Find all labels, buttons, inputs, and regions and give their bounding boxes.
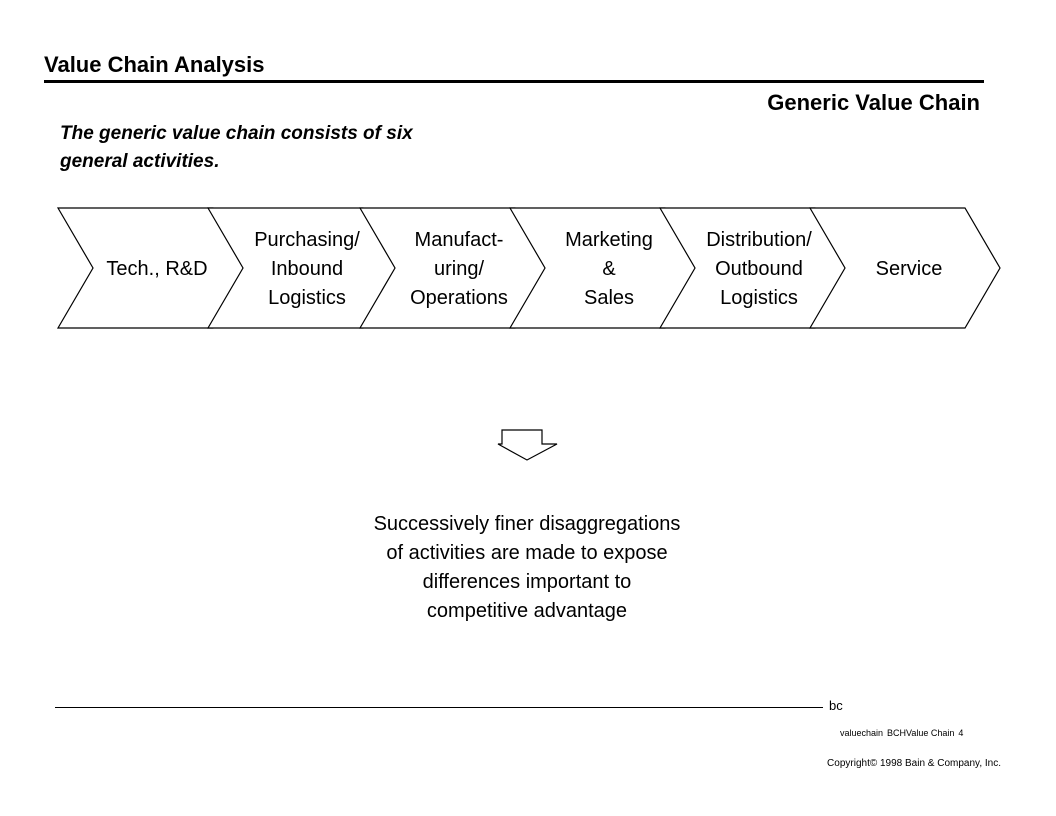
conclusion-line-3: differences important to xyxy=(422,571,632,593)
chain-step-1: Tech., R&D xyxy=(56,207,249,329)
conclusion-line-4: competitive advantage xyxy=(426,600,628,622)
footer-page-number: 4 xyxy=(958,728,964,738)
chain-step-label: & xyxy=(602,258,616,280)
conclusion-line-2: of activities are made to expose xyxy=(386,542,668,564)
footer-file-b: BCHValue Chain xyxy=(887,728,955,738)
chain-step-4: Marketing & Sales xyxy=(508,207,701,329)
chain-step-label: Service xyxy=(876,258,943,280)
intro-line-2: general activities. xyxy=(60,151,220,172)
chain-step-label: Outbound xyxy=(715,258,803,280)
title-divider xyxy=(44,80,984,83)
chain-step-label: Operations xyxy=(410,287,508,309)
chain-step-label: Logistics xyxy=(720,287,798,309)
conclusion-text: Successively finer disaggregations of ac… xyxy=(277,510,777,626)
chain-step-label: Inbound xyxy=(271,258,343,280)
chain-step-label: Tech., R&D xyxy=(106,258,207,280)
chain-step-label: uring/ xyxy=(434,258,484,280)
down-arrow-shape xyxy=(497,429,558,461)
page-title: Value Chain Analysis xyxy=(44,52,265,77)
chain-step-label: Logistics xyxy=(268,287,346,309)
intro-text: The generic value chain consists of six … xyxy=(60,120,540,176)
chain-step-3: Manufact-uring/Operations xyxy=(358,207,551,329)
chain-step-label: Marketing xyxy=(565,229,653,251)
footer-mark: bc xyxy=(829,698,843,713)
page-subtitle: Generic Value Chain xyxy=(767,90,980,115)
chain-step-6: Service xyxy=(808,207,1001,329)
intro-line-1: The generic value chain consists of six xyxy=(60,123,413,144)
chain-step-shape xyxy=(808,207,1001,329)
value-chain-diagram: Tech., R&DPurchasing/InboundLogisticsMan… xyxy=(56,207,1001,329)
conclusion-line-1: Successively finer disaggregations xyxy=(373,513,681,535)
chain-step-label: Sales xyxy=(584,287,634,309)
copyright-notice: Copyright© 1998 Bain & Company, Inc. xyxy=(827,758,1001,769)
footer-divider xyxy=(55,707,823,708)
chain-step-label: Manufact- xyxy=(415,229,504,251)
chain-step-label: Distribution/ xyxy=(706,229,812,251)
footer-file-a: valuechain xyxy=(840,728,884,738)
chain-step-label: Purchasing/ xyxy=(254,229,360,251)
